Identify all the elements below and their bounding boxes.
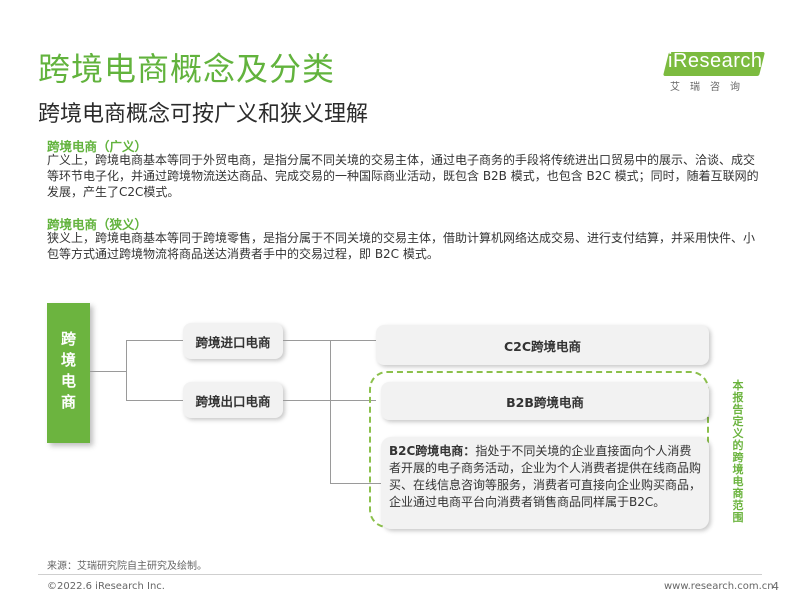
connector-root-vertical — [126, 340, 127, 400]
node-b2c-description: B2C跨境电商：指处于不同关境的企业直接面向个人消费者开展的电子商务活动，企业为… — [381, 437, 709, 529]
node-c2c-label: C2C跨境电商 — [503, 338, 582, 354]
source-note: 来源：艾瑞研究院自主研究及绘制。 — [47, 561, 207, 572]
root-node-label: 跨境电商 — [59, 331, 77, 415]
connector-import-c2c — [283, 340, 376, 341]
page-title: 跨境电商概念及分类 — [38, 50, 336, 88]
connector-to-import — [126, 340, 184, 341]
node-import-label: 跨境进口电商 — [195, 334, 271, 350]
page-subtitle: 跨境电商概念可按广义和狭义理解 — [38, 102, 369, 127]
definition-broad-text: 广义上，跨境电商基本等同于外贸电商，是指分属不同关境的交易主体，通过电子商务的手… — [47, 153, 759, 199]
footer-divider — [38, 574, 762, 575]
connector-export-vertical — [330, 340, 331, 483]
iresearch-logo: iResearch 艾瑞咨询 — [662, 44, 772, 94]
node-c2c: C2C跨境电商 — [376, 325, 709, 365]
page-number: 4 — [772, 580, 779, 593]
definition-narrow-title: 跨境电商（狭义） — [47, 217, 148, 232]
node-export: 跨境出口电商 — [183, 382, 283, 418]
root-node: 跨境电商 — [47, 303, 90, 443]
definition-broad-title: 跨境电商（广义） — [47, 139, 148, 154]
node-b2b: B2B跨境电商 — [381, 382, 709, 420]
node-import: 跨境进口电商 — [183, 323, 283, 359]
copyright-text: ©2022.6 iResearch Inc. — [47, 581, 165, 592]
scope-side-note: 本报告定义的跨境电商范围 — [732, 379, 744, 524]
connector-export — [283, 400, 330, 401]
node-b2b-label: B2B跨境电商 — [506, 394, 584, 410]
node-export-label: 跨境出口电商 — [195, 393, 271, 409]
connector-to-b2c — [330, 483, 381, 484]
connector-root — [90, 371, 126, 372]
connector-to-export — [126, 400, 184, 401]
b2c-description-text: 指处于不同关境的企业直接面向个人消费者开展的电子商务活动，企业为个人消费者提供在… — [389, 444, 702, 509]
definition-narrow-text: 狭义上，跨境电商基本等同于跨境零售，是指分属于不同关境的交易主体，借助计算机网络… — [47, 231, 756, 261]
connector-to-b2b — [330, 400, 376, 401]
b2c-lead-label: B2C跨境电商： — [389, 444, 476, 458]
website-url: www.research.com.cn — [664, 581, 774, 592]
logo-brand-text: iResearch — [668, 50, 763, 72]
logo-cn-text: 艾瑞咨询 — [670, 82, 750, 93]
